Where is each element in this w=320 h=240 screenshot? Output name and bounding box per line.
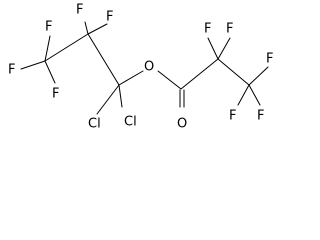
bonds xyxy=(20,21,269,115)
fluorine-label: F xyxy=(8,63,15,78)
atom-labels: F F F F F Cl Cl O O F F F F F xyxy=(8,3,273,132)
bond-c2-c3 xyxy=(87,33,120,86)
bond-c1-f-bottom xyxy=(44,60,56,84)
fluorine-label: F xyxy=(204,22,211,37)
bond-c6-f-lower-right xyxy=(248,84,261,106)
chemical-structure: F F F F F Cl Cl O O F F F F F xyxy=(8,3,273,132)
chlorine-label: Cl xyxy=(124,115,137,130)
fluorine-label: F xyxy=(45,20,52,35)
ester-oxygen-label: O xyxy=(144,60,154,75)
fluorine-label: F xyxy=(52,87,59,102)
fluorine-label: F xyxy=(106,10,113,25)
bond-c3-cl-right xyxy=(118,84,123,108)
chlorine-label: Cl xyxy=(88,117,101,132)
fluorine-label: F xyxy=(257,109,264,124)
fluorine-label: F xyxy=(266,52,273,67)
bond-c3-o xyxy=(118,70,144,86)
bond-c5-c6 xyxy=(217,58,250,86)
fluorine-label: F xyxy=(229,109,236,124)
bond-c6-f-lower-left xyxy=(237,84,250,106)
carbonyl-oxygen-label: O xyxy=(177,117,187,132)
bond-c4-c5 xyxy=(180,58,219,90)
bond-c2-f xyxy=(87,23,108,35)
bond-c1-f-left xyxy=(20,60,46,70)
bond-c5-f-upper-right xyxy=(217,37,231,60)
bond-c3-cl-left xyxy=(96,84,120,115)
bond-c2-f xyxy=(84,21,89,35)
bond-o-c4 xyxy=(157,70,182,90)
fluorine-label: F xyxy=(76,3,83,18)
fluorine-label: F xyxy=(226,22,233,37)
bond-c2-c1 xyxy=(44,33,89,62)
bond-c5-f-upper-left xyxy=(207,37,219,60)
bond-c6-f-right xyxy=(248,66,269,86)
bond-c1-f-top xyxy=(44,35,51,62)
